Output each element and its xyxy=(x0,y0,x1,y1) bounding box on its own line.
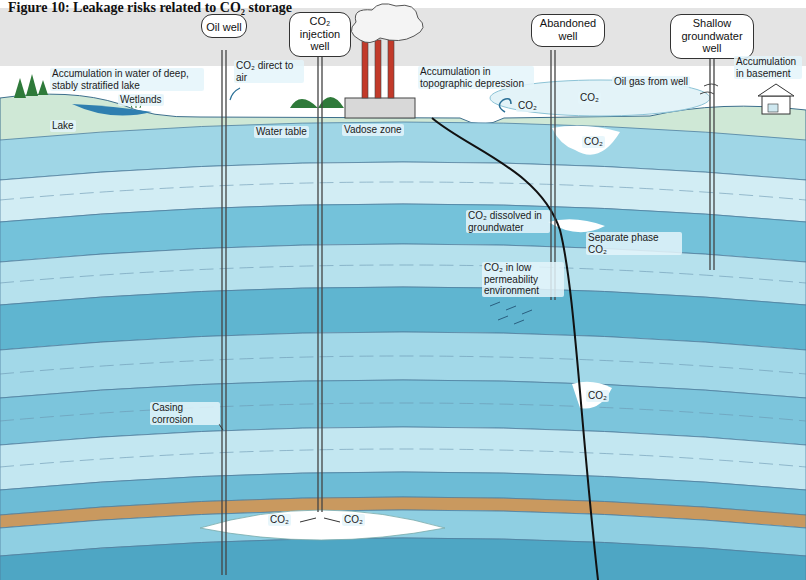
annotation-label: CO₂ xyxy=(268,514,291,526)
annotation-label: Wetlands xyxy=(118,94,164,106)
fault xyxy=(432,118,598,580)
figure-title: Figure 10: Leakage risks related to CO₂ … xyxy=(8,0,292,16)
well-name: Abandoned well xyxy=(535,17,601,42)
co2-pocket xyxy=(552,126,620,155)
well-name: Shallow groundwater well xyxy=(674,17,750,55)
annotation-label: Accumulation in water of deep, stably st… xyxy=(50,68,204,91)
annotation-label: CO₂ xyxy=(578,92,601,104)
annotation-label: CO₂ xyxy=(342,514,365,526)
well-label-box: Oil well xyxy=(201,14,247,38)
co2-pocket xyxy=(572,382,612,409)
annotation-label: CO₂ xyxy=(586,390,609,402)
house xyxy=(758,84,794,114)
injection-flow xyxy=(300,518,340,522)
co2-plume xyxy=(200,510,445,540)
annotation-label: Lake xyxy=(50,120,76,132)
annotation-label: Accumulation in basement xyxy=(734,56,802,79)
strata xyxy=(0,122,806,580)
trees xyxy=(14,74,48,98)
well-label-box: Shallow groundwater well xyxy=(670,14,754,59)
leader-line xyxy=(219,424,223,430)
well-label-box: Abandoned well xyxy=(531,14,605,47)
well-label-box: CO₂ injection well xyxy=(289,12,351,57)
gas-wisp xyxy=(700,84,718,94)
well-name: Oil well xyxy=(206,21,241,34)
annotation-label: Water table xyxy=(254,126,309,138)
tree xyxy=(290,97,344,108)
annotation-label: Casing corrosion xyxy=(150,402,220,425)
annotation-label: CO₂ dissolved in groundwater xyxy=(466,210,550,233)
annotation-label: Accumulation in topographic depression xyxy=(418,66,534,89)
annotation-label: CO₂ xyxy=(582,136,605,148)
well-name: CO₂ injection well xyxy=(293,15,347,53)
low-permeability-dashes xyxy=(490,302,532,324)
annotation-label: Oil gas from well xyxy=(612,76,690,88)
leak-arrow xyxy=(230,88,240,100)
rock-texture xyxy=(0,182,806,467)
power-plant xyxy=(345,4,423,118)
annotation-label: Vadose zone xyxy=(342,124,404,136)
annotation-label: CO₂ direct to air xyxy=(234,60,304,83)
annotation-label: Separate phase CO₂ xyxy=(586,232,682,255)
lake-water xyxy=(72,104,152,116)
annotation-label: CO₂ in low permeability environment xyxy=(482,262,564,297)
wells xyxy=(222,50,714,575)
annotation-label: CO₂ xyxy=(516,100,539,112)
gas-swirl xyxy=(499,99,511,112)
